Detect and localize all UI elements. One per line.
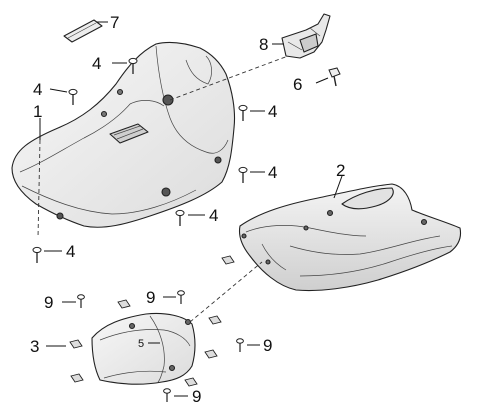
callout-4-top-left: 4 (33, 80, 42, 99)
part-2-floor-panel (238, 183, 462, 292)
screw-icon (238, 166, 248, 183)
callout-4-bottom-left: 4 (66, 242, 75, 261)
screw-icon (77, 294, 85, 308)
assembly-lines (37, 55, 289, 323)
clip-nut-icon (204, 349, 218, 359)
screw-icon (238, 104, 248, 121)
callout-4-bottom-center: 4 (209, 206, 218, 225)
callout-4-right-mid: 4 (268, 163, 277, 182)
screw-icon (177, 290, 185, 304)
leader-lines (39, 21, 343, 397)
clip-nut-icon (221, 255, 235, 265)
clip-nut-icon (184, 377, 198, 387)
callout-4-top-center: 4 (92, 54, 101, 73)
callout-8: 8 (259, 35, 268, 54)
callout-1: 1 (33, 102, 42, 121)
clip-nut-icon (69, 339, 83, 349)
callout-9-top-center: 9 (146, 288, 155, 307)
screw-icon (32, 246, 42, 263)
screw-icon (68, 88, 78, 105)
clip-nut-icon (117, 299, 131, 309)
part-5-small-cover (91, 312, 196, 385)
screw-icon (236, 338, 244, 352)
bolt-icon (328, 67, 341, 87)
callout-4-right-top: 4 (268, 102, 277, 121)
callout-labels: 7 8 6 4 4 4 4 4 4 1 2 9 9 9 9 3 5 (30, 13, 345, 406)
callout-9-bottom: 9 (192, 387, 201, 406)
screw-icon (175, 209, 185, 226)
callout-9-top-left: 9 (44, 293, 53, 312)
callout-2: 2 (336, 161, 345, 180)
callout-5: 5 (138, 338, 144, 350)
callout-3: 3 (30, 337, 39, 356)
screw-icon (163, 388, 171, 402)
screw-icons (32, 57, 341, 402)
callout-6: 6 (293, 75, 302, 94)
screw-icon (128, 57, 138, 74)
clip-nut-icon (70, 373, 84, 383)
part-1-inner-panel (11, 41, 236, 228)
part-8-bracket (281, 13, 331, 59)
callout-7: 7 (110, 13, 119, 32)
clip-nut-icon (208, 315, 222, 325)
part-7-rubber-pad (63, 19, 103, 43)
clip-nut-icons (69, 255, 235, 387)
callout-9-right: 9 (263, 336, 272, 355)
